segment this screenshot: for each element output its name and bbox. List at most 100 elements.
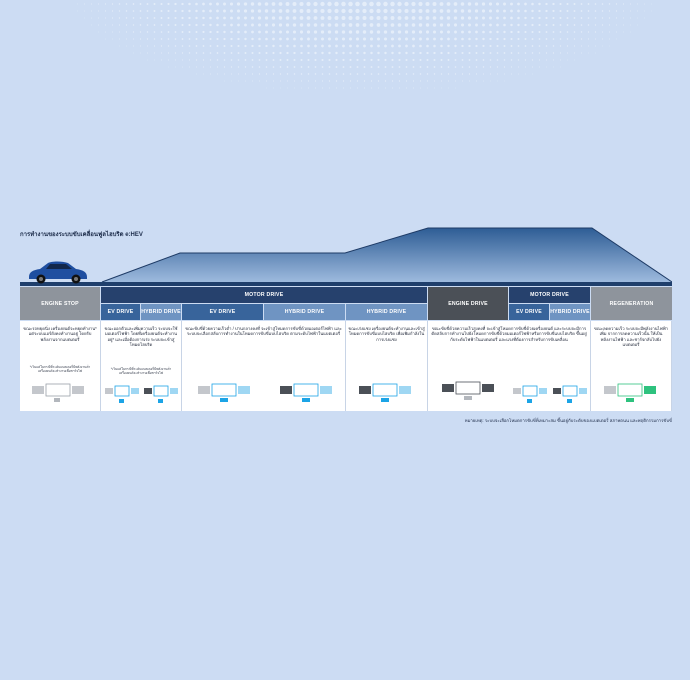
background-dot [496, 23, 499, 27]
background-dot [307, 44, 310, 48]
background-dot [147, 52, 148, 54]
background-dot [594, 10, 597, 12]
background-dot [265, 51, 268, 55]
background-dot [630, 31, 631, 33]
background-dot [460, 16, 465, 20]
background-dot [264, 2, 269, 6]
background-dot [286, 66, 289, 68]
background-dot [237, 44, 240, 48]
background-dot [560, 66, 561, 68]
background-dot [154, 59, 155, 61]
background-dot [271, 9, 276, 13]
background-dot [251, 66, 254, 68]
background-dot [292, 2, 297, 6]
background-dot [306, 30, 311, 34]
background-dot [328, 73, 331, 75]
background-dot [489, 30, 492, 34]
background-dot [272, 66, 275, 68]
background-dot [139, 3, 142, 5]
background-dot [433, 59, 436, 61]
background-dot [244, 30, 247, 34]
background-dot [174, 38, 177, 40]
background-dot [160, 38, 163, 40]
background-dot [160, 31, 163, 33]
background-dot [300, 44, 303, 48]
background-dot [594, 24, 597, 26]
background-dot [91, 10, 92, 12]
background-dot [250, 2, 255, 6]
background-dot [265, 59, 268, 61]
background-dot [327, 37, 332, 41]
background-dot [601, 10, 604, 12]
background-dot [462, 80, 463, 82]
panel-start-note: *เว้นแต่ในกรณีที่ระดับแบตเตอรี่มีพลังงาน… [110, 367, 172, 375]
background-dot [412, 37, 415, 41]
panel-engine-drive-desc: ขณะขับขี่ด้วยความเร็วสูงคงที่ จะเข้าสู่โ… [431, 326, 587, 342]
background-dot [265, 30, 268, 34]
background-dot [532, 66, 533, 68]
background-dot [454, 66, 457, 68]
background-dot [202, 9, 205, 13]
background-dot [510, 59, 513, 61]
background-dot [286, 44, 289, 48]
background-dot [426, 58, 429, 62]
background-dot [348, 1, 353, 7]
background-dot [328, 66, 331, 68]
background-dot [468, 37, 471, 41]
background-dot [195, 45, 198, 47]
background-dot [440, 37, 443, 41]
background-dot [454, 37, 457, 41]
background-dot [524, 23, 527, 27]
background-dot [496, 44, 499, 48]
diagram-title: การทำงานของระบบขับเคลื่อนฟูลไฮบริด e:HEV [20, 232, 143, 238]
background-dot [573, 45, 576, 47]
background-dot [146, 38, 149, 40]
background-dot [118, 24, 121, 26]
background-dot [299, 30, 304, 34]
background-dot [292, 9, 297, 13]
background-dot [259, 80, 260, 82]
background-dot [453, 9, 458, 13]
background-dot [510, 37, 513, 41]
background-dot [517, 52, 520, 54]
background-dot [279, 30, 282, 34]
background-dot [398, 58, 401, 62]
background-dot [475, 37, 478, 41]
background-dot [552, 52, 555, 54]
background-dot [265, 73, 268, 75]
background-dot [306, 23, 311, 27]
background-dot [160, 10, 163, 12]
background-dot [97, 10, 100, 12]
background-dot [553, 59, 554, 61]
background-dot [411, 8, 416, 14]
background-dot [244, 73, 247, 75]
background-dot [258, 51, 261, 55]
background-dot [362, 8, 367, 14]
background-dot [503, 9, 506, 13]
background-dot [363, 80, 366, 82]
background-dot [140, 52, 141, 54]
background-dot [566, 2, 569, 6]
background-dot [286, 59, 289, 61]
background-dot [440, 59, 443, 61]
background-dot [573, 3, 576, 5]
background-dot [608, 24, 611, 26]
background-dot [468, 59, 471, 61]
background-dot [313, 30, 318, 34]
background-dot [348, 30, 353, 34]
background-dot [545, 59, 548, 61]
background-dot [280, 87, 281, 89]
background-dot [299, 23, 304, 27]
background-dot [510, 2, 513, 6]
header-motor-drive: MOTOR DRIVE [101, 287, 427, 303]
background-dot [432, 16, 437, 20]
background-dot [504, 73, 505, 75]
background-dot [257, 16, 262, 20]
background-dot [244, 52, 247, 54]
background-dot [595, 45, 596, 47]
background-dot [167, 31, 170, 33]
background-dot [250, 9, 255, 13]
background-dot [369, 8, 374, 14]
background-dot [188, 45, 191, 47]
background-dot [236, 9, 241, 13]
